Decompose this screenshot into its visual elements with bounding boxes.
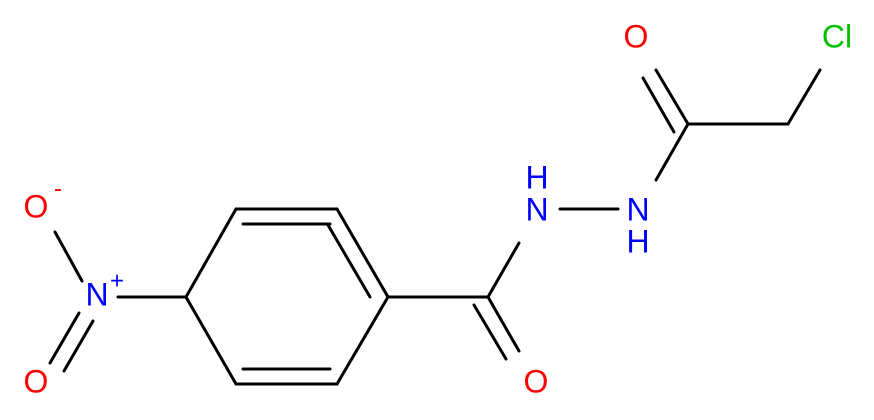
ring-inner-bond-right xyxy=(326,223,372,299)
amide-co-double-bond-2 xyxy=(472,303,508,361)
nitro-n-o-minus-bond xyxy=(53,230,84,283)
nitro-n-o-double-bond-2 xyxy=(62,319,95,373)
amide-o-label: O xyxy=(524,363,549,399)
ring-bond-5 xyxy=(184,295,238,386)
acyl-o-label: O xyxy=(624,18,649,54)
acyl-co-double-bond-2 xyxy=(641,76,676,134)
nitro-o-label: O xyxy=(24,363,49,399)
nitro-n-plus-charge: + xyxy=(110,267,124,294)
atom-labels: O - N + O O H N N H O Cl xyxy=(24,18,853,399)
ring-bond-6 xyxy=(184,207,238,299)
ring-bond-2 xyxy=(335,207,390,299)
nitro-n-plus-label: N xyxy=(85,276,108,312)
hydrazide-h-right-label: H xyxy=(626,223,649,259)
nitro-o-minus-charge: - xyxy=(54,175,62,202)
hydrazide-n-left-label: N xyxy=(525,191,548,227)
chlorine-label: Cl xyxy=(822,18,852,54)
hydrazide-h-left-label: H xyxy=(525,159,548,195)
bonds xyxy=(48,68,822,386)
amide-co-double-bond-1 xyxy=(486,295,521,353)
acyl-co-double-bond-1 xyxy=(654,68,690,126)
carbonyl-to-nh-bond xyxy=(486,241,521,299)
ring-bond-3 xyxy=(335,295,390,386)
nitro-o-minus-label: O xyxy=(24,188,49,224)
ch2-to-cl-bond xyxy=(786,68,822,126)
nh-to-acyl-bond xyxy=(654,122,690,182)
hydrazide-n-right-label: N xyxy=(626,191,649,227)
nitro-n-o-double-bond-1 xyxy=(48,311,81,365)
